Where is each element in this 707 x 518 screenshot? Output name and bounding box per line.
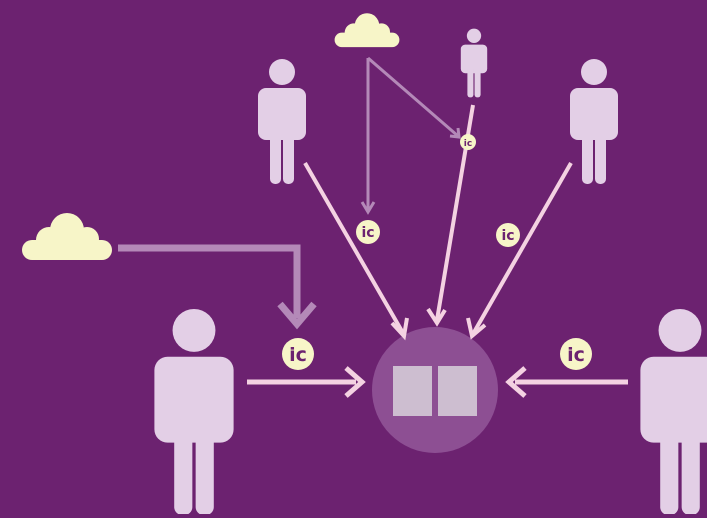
- cloud-connectors: [118, 56, 461, 330]
- ic-badge: ic: [496, 223, 520, 247]
- ic-badges: ic ic ic ic ic: [282, 134, 592, 370]
- ic-badge-circle: [560, 338, 592, 370]
- ic-badge-circle: [282, 338, 314, 370]
- arrow-right-person: [471, 162, 573, 335]
- hub-circle: [372, 327, 498, 453]
- arrowhead-right-person: [466, 317, 487, 340]
- ic-badge-label: ic: [464, 139, 472, 149]
- top-cloud-arrowhead-down: [360, 201, 376, 215]
- arrowhead-left-person: [390, 317, 409, 341]
- ic-badge-label: ic: [361, 225, 374, 241]
- top-cloud-arrowhead-diagonal: [449, 127, 461, 139]
- ic-badge-label: ic: [567, 344, 585, 366]
- arrow-left-person: [303, 162, 405, 334]
- left-cloud-arrowhead: [277, 301, 317, 330]
- ic-badge: ic: [560, 338, 592, 370]
- arrowhead-small-person: [426, 307, 447, 327]
- ic-badge-label: ic: [501, 228, 514, 244]
- ic-badge-circle: [496, 223, 520, 247]
- ic-badge-circle: [460, 134, 476, 150]
- ic-badge: ic: [356, 220, 380, 244]
- top-cloud-line-diagonal: [367, 56, 459, 138]
- arrowhead-bottom-right: [505, 366, 527, 398]
- arrowhead-bottom-left: [344, 366, 366, 398]
- ic-badge: ic: [460, 134, 476, 150]
- left-cloud-line: [118, 244, 301, 318]
- ic-badge-circle: [356, 220, 380, 244]
- open-book-icon: [393, 366, 477, 416]
- ic-badge-label: ic: [289, 344, 307, 366]
- ic-badge: ic: [282, 338, 314, 370]
